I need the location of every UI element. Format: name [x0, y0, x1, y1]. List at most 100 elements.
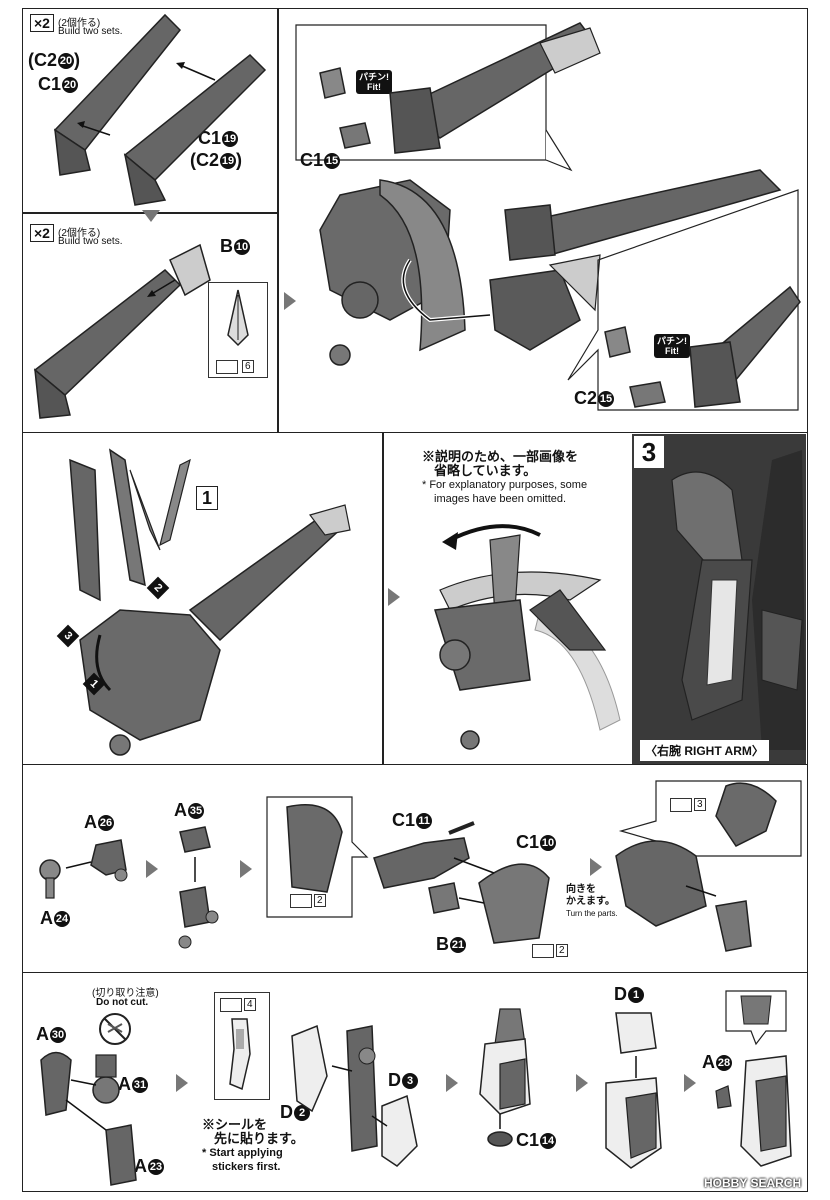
tool-icon-box — [216, 360, 238, 374]
part-number-badge: 20 — [62, 77, 79, 94]
no-cut-icon — [99, 1013, 131, 1045]
part-number-badge: 14 — [540, 1133, 557, 1150]
tool-number-label: 6 — [242, 360, 254, 373]
part-code: (C2 — [190, 150, 220, 170]
antenna-part-icon — [227, 289, 249, 347]
next-step-arrow — [576, 1074, 588, 1092]
detail-bubble-row3 — [266, 796, 369, 918]
sticker-jp-1: ※シールを — [202, 1117, 268, 1132]
part-number-badge: 28 — [716, 1055, 732, 1072]
substep-box: 1 — [196, 486, 218, 510]
right-arm-photo-shapes — [671, 450, 806, 750]
part-code: B — [436, 934, 449, 954]
next-step-arrow — [240, 860, 252, 878]
next-step-arrow — [590, 858, 602, 876]
turn-parts-note: 向きを かえます。 Turn the parts. — [566, 884, 618, 920]
build-two-en-a: Build two sets. — [58, 26, 123, 37]
build-two-badge-b: ×2 — [30, 224, 54, 242]
joint-parts-illustration-b — [604, 285, 801, 408]
tool-icon-box — [670, 798, 692, 812]
part-number-badge: 1 — [628, 987, 644, 1004]
part-code: A — [40, 908, 53, 928]
part-number-badge: 35 — [188, 803, 204, 820]
middle-divider-a — [382, 432, 384, 766]
part-code: C1 — [392, 810, 416, 830]
fit-badge-a: パチン! Fit! — [356, 70, 392, 94]
part-code: D — [280, 1102, 293, 1122]
forearm-parts-illustration — [373, 821, 550, 944]
turn-en: Turn the parts. — [566, 909, 618, 918]
build-two-badge-a: ×2 — [30, 14, 54, 32]
part-code: C2 — [574, 388, 598, 408]
tool-number-label: 3 — [694, 798, 706, 811]
rotate-wing-illustration — [434, 524, 621, 750]
joint-parts-row3-a — [39, 839, 128, 899]
hobby-search-watermark: HOBBY SEARCH — [704, 1176, 802, 1190]
forearm-armor-parts-illustration — [291, 1024, 418, 1167]
build-two-jp-b: (2個作る) — [58, 228, 101, 239]
tool-icon-box — [220, 998, 242, 1012]
part-number-badge: 19 — [220, 153, 237, 170]
forearm-assembly-illustration — [479, 1008, 531, 1147]
part-code: A — [134, 1156, 147, 1176]
part-code: D — [614, 984, 627, 1004]
part-number-badge: 10 — [540, 835, 557, 852]
right-arm-label: 〈右腕 RIGHT ARM〉 — [640, 740, 769, 761]
part-code: A — [174, 800, 187, 820]
part-number-badge: 3 — [402, 1073, 418, 1090]
part-number-badge: 20 — [58, 53, 75, 70]
elbow-parts-illustration — [40, 1051, 137, 1186]
next-step-arrow — [388, 588, 400, 606]
wing-part-illustration-b — [33, 243, 211, 419]
build-two-en-b: Build two sets. — [58, 236, 123, 247]
part-code: A — [702, 1052, 715, 1072]
part-number-badge: 26 — [98, 815, 114, 832]
part-number-badge: 15 — [324, 153, 341, 170]
down-arrow — [142, 210, 160, 222]
part-code: C1 — [516, 832, 540, 852]
part-number-badge: 21 — [450, 937, 466, 954]
part-number-badge: 15 — [598, 391, 615, 408]
part-code: C1 — [38, 74, 62, 94]
wing-parts-illustration-a — [53, 13, 267, 206]
part-number-badge: 30 — [50, 1027, 66, 1044]
do-not-cut-jp: (切り取り注意) — [92, 988, 159, 999]
callout-bubble-a — [295, 24, 573, 172]
omitted-note-jp-2: 省略しています。 — [434, 463, 537, 478]
part-number-badge: 2 — [294, 1105, 310, 1122]
sticker-jp-2: 先に貼ります。 — [214, 1131, 304, 1146]
part-code: C1 — [198, 128, 222, 148]
shield-assembly-illustration — [319, 169, 782, 366]
tool-number-label: 2 — [556, 944, 568, 957]
sticker-note: ※シールを 先に貼ります。 * Start applying stickers … — [202, 1118, 304, 1174]
joint-parts-illustration-a — [319, 22, 601, 154]
do-not-cut-en: Do not cut. — [96, 997, 149, 1008]
part-code: B — [220, 236, 233, 256]
part-number-badge: 10 — [234, 239, 250, 256]
tool-number-label: 2 — [314, 894, 326, 907]
callout-bubble-b — [567, 189, 799, 411]
next-step-arrow — [146, 860, 158, 878]
part-number-badge: 19 — [222, 131, 239, 148]
omitted-note-jp-1: ※説明のため、一部画像を — [422, 449, 579, 464]
part-number-badge: 23 — [148, 1159, 164, 1176]
next-step-arrow — [684, 1074, 696, 1092]
forearm-hand-cover-illustration — [605, 1012, 662, 1169]
step-number-3: 3 — [634, 436, 664, 468]
sticker-en-1: * Start applying — [202, 1147, 283, 1159]
part-code: A — [118, 1074, 131, 1094]
part-code: D — [388, 1070, 401, 1090]
